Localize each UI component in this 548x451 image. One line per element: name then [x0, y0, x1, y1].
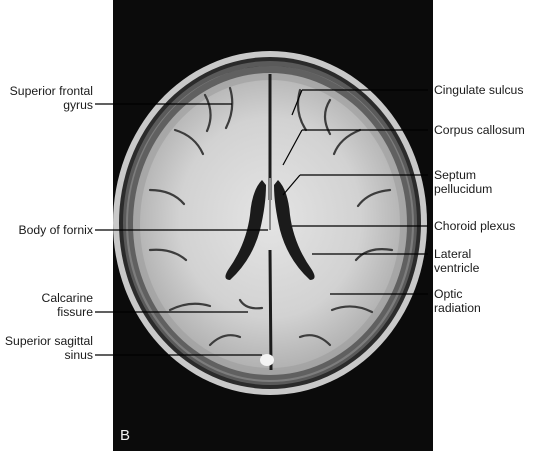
sagittal-sinus	[260, 354, 274, 366]
label-cingulate-sulcus: Cingulate sulcus	[434, 83, 524, 97]
label-body-of-fornix: Body of fornix	[18, 223, 93, 237]
label-calcarine-fissure: Calcarine fissure	[41, 291, 93, 319]
panel-letter: B	[120, 427, 131, 444]
right-lateral-ventricle	[274, 180, 315, 280]
label-superior-frontal-gyrus: Superior frontal gyrus	[9, 84, 93, 112]
label-corpus-callosum: Corpus callosum	[434, 123, 525, 137]
left-lateral-ventricle	[225, 180, 266, 280]
leader-lines	[95, 89, 428, 356]
label-superior-sagittal-sinus: Superior sagittal sinus	[4, 334, 93, 362]
cortex-rim	[126, 66, 414, 382]
label-optic-radiation: Optic radiation	[434, 287, 481, 315]
label-septum-pellucidum: Septum pellucidum	[434, 168, 493, 196]
sulci	[148, 86, 394, 347]
label-choroid-plexus: Choroid plexus	[434, 219, 516, 233]
label-lateral-ventricle: Lateral ventricle	[434, 247, 480, 275]
